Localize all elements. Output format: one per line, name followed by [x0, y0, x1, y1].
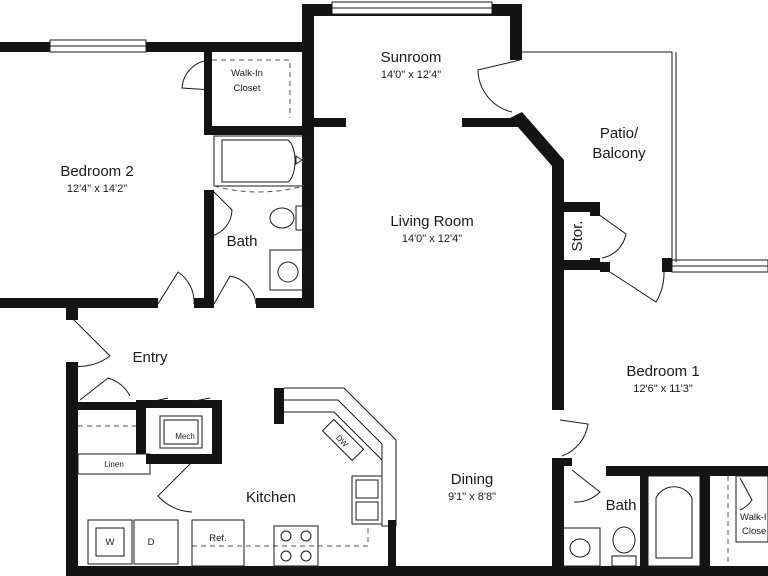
bedroom2-label: Bedroom 2 [60, 163, 133, 180]
walkin-closet-label-line1: Walk-In [231, 68, 263, 79]
closet-shelves [78, 59, 768, 566]
patio-label-line2: Balcony [592, 145, 646, 162]
bedroom1-label: Bedroom 1 [626, 363, 699, 380]
walls [0, 4, 768, 576]
utility [77, 415, 203, 565]
windows [49, 1, 768, 273]
bath-left-label: Bath [227, 233, 258, 250]
walkin-closet-label-line2: Closet [234, 83, 261, 94]
patio-label-line1: Patio/ [600, 125, 639, 142]
bedroom1-dims: 12'6" x 11'3" [633, 383, 693, 395]
linen-label: Linen [104, 460, 124, 469]
sunroom-dims: 14'0" x 12'4" [381, 69, 441, 81]
doors [71, 59, 753, 513]
kitchen-label: Kitchen [246, 489, 296, 506]
walkin-closet-right-line1: Walk-I [740, 512, 767, 523]
kitchen-counters [191, 387, 397, 567]
bath-right-label: Bath [606, 497, 637, 514]
dryer-label: D [148, 537, 155, 548]
bedroom2-dims: 12'4" x 14'2" [67, 183, 127, 195]
patio-outline [522, 51, 677, 262]
living-room-dims: 14'0" x 12'4" [402, 233, 462, 245]
bath-right-fixtures [561, 475, 701, 567]
storage-label: Stor. [569, 221, 586, 252]
walkin-closet-right-line2: Close [742, 526, 766, 537]
mech-label: Mech [175, 432, 195, 441]
living-room-label: Living Room [390, 213, 473, 230]
bath-left-fixtures [213, 135, 305, 291]
dishwasher-label: DW [334, 433, 350, 449]
washer-label: W [106, 537, 115, 548]
refrigerator-label: Ref. [209, 533, 226, 544]
dining-label: Dining [451, 471, 494, 488]
dining-dims: 9'1" x 8'8" [448, 491, 496, 503]
sunroom-label: Sunroom [381, 49, 442, 66]
entry-label: Entry [132, 349, 168, 366]
